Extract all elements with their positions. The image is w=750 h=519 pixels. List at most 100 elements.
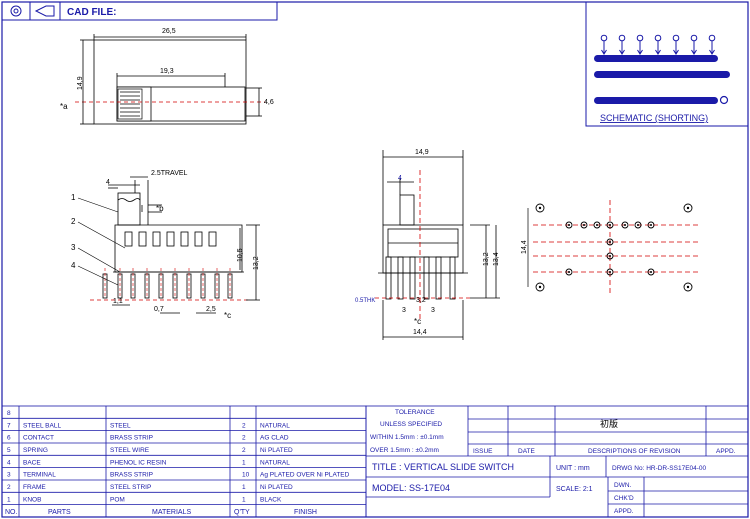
pcb-pin-hole: [634, 221, 642, 229]
issue-header: ISSUE: [473, 448, 493, 455]
drawing-model: MODEL: SS-17E04: [372, 483, 450, 493]
bom-cell-finish: AG CLAD: [260, 435, 289, 442]
bom-cell-no: 1: [7, 496, 11, 503]
side-view: [90, 176, 260, 314]
end-terminal: [397, 256, 404, 300]
bom-cell-no: 8: [7, 410, 11, 417]
top-dim-height: 14,9: [77, 76, 84, 90]
side-dim-pitch1: 1,1: [113, 298, 123, 305]
tolerance-3: OVER 1.5mm : ±0.2mm: [370, 447, 439, 454]
projection-symbol-icon: [10, 5, 55, 17]
side-travel: 2.5TRAVEL: [151, 170, 188, 177]
dwn-label: DWN.: [614, 482, 632, 489]
top-view: [75, 34, 265, 125]
bom-cell-qty: 10: [242, 472, 250, 479]
pcb-pin-hole: [606, 268, 614, 276]
bom-cell-finish: Ni PLATED: [260, 484, 293, 491]
pcb-pin-hole: [647, 268, 655, 276]
end-dim-knob: 4: [398, 175, 402, 182]
revision-note: 初版: [600, 418, 618, 429]
pcb-mount-hole: [535, 203, 545, 213]
chkd-label: CHK'D: [614, 495, 634, 502]
side-slot: [152, 231, 161, 247]
side-callouts: [77, 197, 126, 286]
pcb-pin-hole: [606, 221, 614, 229]
pcb-mount-hole: [683, 282, 693, 292]
callout-3: 3: [71, 243, 76, 252]
schematic-terminal: [618, 34, 626, 42]
end-stk: 0.5THK: [355, 298, 375, 304]
header: CAD FILE:: [1, 1, 278, 21]
pcb-pin-hole: [647, 221, 655, 229]
pcb-pin-hole: [593, 221, 601, 229]
date-header: DATE: [518, 448, 536, 455]
bom-cell-no: 4: [7, 459, 11, 466]
end-terminal: [435, 256, 442, 300]
schematic-terminal: [690, 34, 698, 42]
callout-1: 1: [71, 193, 76, 202]
bom-cell-material: BRASS STRIP: [110, 472, 153, 479]
pcb-dim-height: 14,4: [521, 240, 528, 254]
tolerance-1: UNLESS SPECIFIED: [380, 421, 442, 428]
pcb-pin-hole: [580, 221, 588, 229]
bom-header-no: NO.: [5, 509, 18, 516]
side-ref-b: *b: [156, 204, 164, 213]
schematic-terminal: [654, 34, 662, 42]
pcb-view: [527, 200, 700, 295]
bom-cell-material: STEEL STRIP: [110, 484, 151, 491]
bom-cell-qty: 1: [242, 496, 246, 503]
tolerance-0: TOLERANCE: [395, 409, 435, 416]
bom-cell-no: 2: [7, 484, 11, 491]
title-block: [365, 405, 749, 518]
schematic-terminals: [600, 34, 716, 55]
bom-cell-part: KNOB: [23, 496, 41, 503]
side-slot: [194, 231, 203, 247]
top-ref-a: *a: [60, 102, 68, 111]
bom-cell-material: STEEL: [110, 422, 131, 429]
appd-header: APPD.: [716, 448, 736, 455]
side-slot: [208, 231, 217, 247]
drawing-unit: UNIT : mm: [556, 465, 590, 472]
top-dim-knob: 4,6: [264, 99, 274, 106]
bom-cell-part: SPRING: [23, 447, 48, 454]
schematic-caption: SCHEMATIC (SHORTING): [600, 113, 708, 123]
end-terminal: [449, 256, 456, 300]
end-dim-3a: 3: [402, 307, 406, 314]
bom-cell-no: 7: [7, 422, 11, 429]
cad-file-label: CAD FILE:: [67, 7, 116, 18]
top-dim-length: 26,5: [162, 28, 176, 35]
bom-header-qty: Q'TY: [234, 509, 250, 516]
drawing-title: TITLE : VERTICAL SLIDE SWITCH: [372, 462, 514, 472]
side-slot: [166, 231, 175, 247]
bom-header-parts: PARTS: [48, 509, 71, 516]
end-view: [378, 150, 500, 340]
callout-4: 4: [71, 261, 76, 270]
side-slot: [124, 231, 133, 247]
pcb-mount-hole: [683, 203, 693, 213]
top-dim-slot: 19,3: [160, 68, 174, 75]
pcb-pin-hole: [565, 268, 573, 276]
bom-cell-qty: 1: [242, 459, 246, 466]
bom-cell-finish: Ni PLATED: [260, 447, 293, 454]
schematic-terminal: [600, 34, 608, 42]
bom-cell-part: TERMINAL: [23, 472, 56, 479]
schematic-terminal: [636, 34, 644, 42]
bom-header-finish: FINISH: [294, 509, 317, 516]
pcb-pin-hole: [606, 238, 614, 246]
side-ref-c: *c: [224, 311, 231, 320]
bom-header-materials: MATERIALS: [152, 509, 191, 516]
bom-cell-qty: 2: [242, 422, 246, 429]
bom-cell-qty: 1: [242, 484, 246, 491]
bom-cell-finish: Ag PLATED OVER Ni PLATED: [260, 472, 350, 479]
side-slot: [180, 231, 189, 247]
end-dim-width: 14,9: [415, 149, 429, 156]
bom-cell-part: BACE: [23, 459, 41, 466]
schematic-box: SCHEMATIC (SHORTING): [585, 1, 749, 127]
side-dim-total: 13,2: [253, 256, 260, 270]
bom-cell-part: FRAME: [23, 484, 46, 491]
bom-cell-material: BRASS STRIP: [110, 435, 153, 442]
bom-cell-no: 6: [7, 435, 11, 442]
schematic-terminal: [708, 34, 716, 42]
